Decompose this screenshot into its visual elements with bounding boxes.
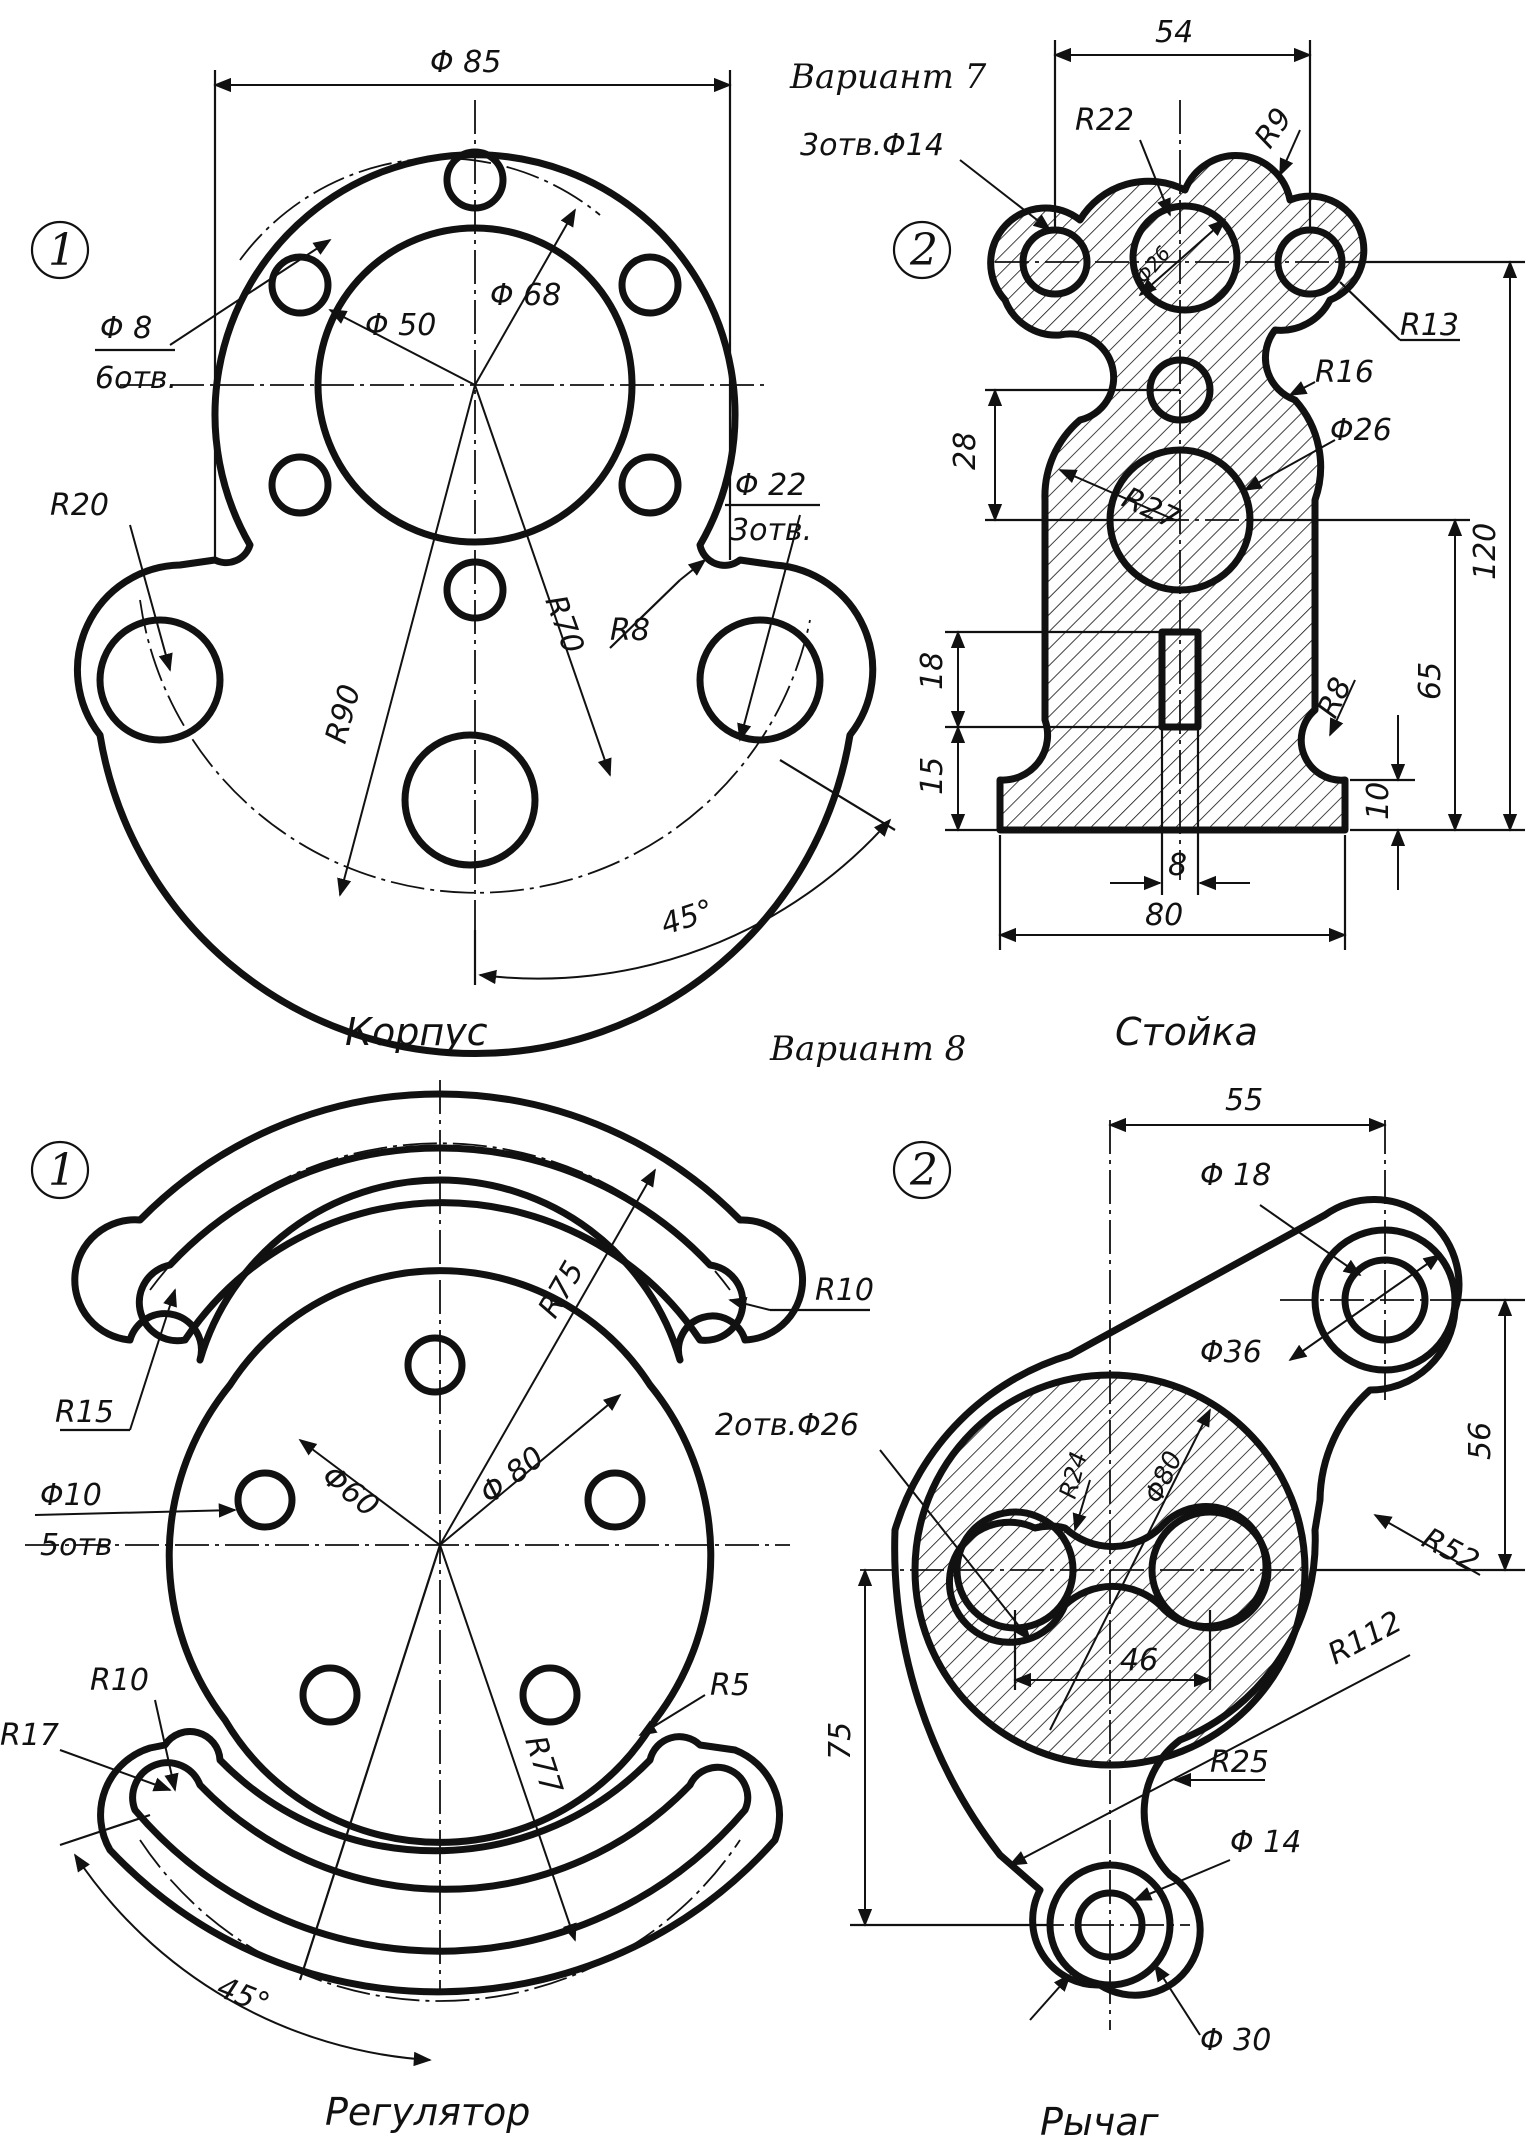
- regulyator-dim-r17: R17: [0, 1718, 59, 1753]
- korpus-dim-big-holes: Φ 22: [735, 468, 806, 503]
- stoika-dim-65: 65: [1413, 662, 1448, 700]
- rychag-dim-56: 56: [1463, 1422, 1498, 1460]
- korpus-dim-inner: Φ 50: [365, 308, 436, 343]
- stoika-dim-slot: 8: [1168, 848, 1187, 883]
- regulyator-dim-d80: Φ 80: [473, 1440, 551, 1511]
- korpus-number: 1: [48, 225, 76, 276]
- regulyator-bottom-band: [97, 1728, 784, 1996]
- korpus-drawing: 1 Φ 85 Φ 50 Φ 6: [30, 45, 896, 1058]
- stoika-dim-r13: R13: [1400, 308, 1459, 343]
- rychag-dim-holes: 2отв.Φ26: [715, 1408, 859, 1443]
- regulyator-number: 1: [48, 1145, 76, 1196]
- stoika-dim-18: 18: [915, 652, 950, 690]
- stoika-dim-10: 10: [1361, 782, 1396, 820]
- regulyator-dim-r10-top: R10: [815, 1273, 874, 1308]
- korpus-dim-big-count: 3отв.: [730, 513, 812, 548]
- rychag-dim-d14: Φ 14: [1230, 1825, 1301, 1860]
- korpus-small-holes: [268, 148, 682, 622]
- rychag-dim-75: 75: [823, 1722, 858, 1760]
- stoika-dim-15: 15: [915, 757, 950, 795]
- stoika-number: 2: [909, 225, 938, 276]
- regulyator-dim-holes-count: 5отв: [40, 1528, 113, 1563]
- variant-7-title: Вариант 7: [789, 57, 987, 97]
- korpus-number-circle: [30, 220, 90, 280]
- korpus-outline: [74, 151, 877, 1058]
- korpus-big-holes: [96, 616, 824, 869]
- stoika-dim-28: 28: [948, 432, 983, 470]
- regulyator-dim-holes: Φ10: [40, 1478, 102, 1513]
- rychag-number-circle: [892, 1140, 952, 1200]
- stoika-drawing: 2 54 3отв.Φ14 R22 R9 Φ26 R13 R16 Φ26: [800, 15, 1525, 1054]
- regulyator-dim-r15: R15: [55, 1395, 114, 1430]
- regulyator-dim-d60: Φ60: [315, 1459, 385, 1525]
- rychag-dim-55: 55: [1225, 1083, 1263, 1118]
- stoika-dim-holes: 3отв.Φ14: [800, 128, 944, 163]
- korpus-dim-outer: Φ 85: [430, 45, 501, 80]
- regulyator-dim-angle: 45°: [212, 1970, 274, 2022]
- rychag-dim-r25: R25: [1210, 1745, 1269, 1780]
- regulyator-top-band: [71, 1090, 806, 1364]
- regulyator-dim-r77: R77: [517, 1732, 569, 1799]
- regulyator-number-circle: [30, 1140, 90, 1200]
- regulyator-holes: [234, 1334, 646, 1726]
- stoika-dim-base: 80: [1145, 898, 1183, 933]
- stoika-dim-r16: R16: [1315, 355, 1374, 390]
- korpus-dim-small-count: 6отв.: [95, 361, 177, 396]
- rychag-dim-d18: Φ 18: [1200, 1158, 1271, 1193]
- stoika-caption: Стойка: [1115, 1010, 1258, 1054]
- korpus-inner-bore: [314, 224, 636, 546]
- stoika-outline: [987, 152, 1368, 834]
- stoika-dim-d26: Φ26: [1330, 413, 1392, 448]
- korpus-dim-r20: R20: [50, 488, 109, 523]
- regulyator-drawing: 1 R75 R10 R15 Φ60 Φ: [0, 1080, 874, 2134]
- korpus-dim-r8: R8: [610, 613, 650, 648]
- rychag-dim-d30: Φ 30: [1200, 2023, 1271, 2058]
- stoika-number-circle: [892, 220, 952, 280]
- rychag-number: 2: [909, 1145, 938, 1196]
- stoika-dim-r22: R22: [1075, 103, 1134, 138]
- stoika-dim-top-width: 54: [1155, 15, 1193, 50]
- korpus-dim-r70: R70: [537, 591, 590, 658]
- regulyator-dim-r10-bottom: R10: [90, 1663, 149, 1698]
- korpus-dim-small-holes: Φ 8: [100, 311, 152, 346]
- korpus-dim-mid: Φ 68: [490, 278, 561, 313]
- stoika-dim-120: 120: [1468, 523, 1503, 580]
- korpus-dim-angle: 45°: [657, 893, 718, 943]
- rychag-drawing: 2 55 Φ 18 Φ36 2отв.Φ26 R24 Φ80: [715, 1083, 1525, 2144]
- rychag-dim-46: 46: [1120, 1643, 1158, 1678]
- variant-8-title: Вариант 8: [769, 1029, 966, 1069]
- rychag-dim-d36: Φ36: [1200, 1335, 1262, 1370]
- regulyator-caption: Регулятор: [325, 2090, 530, 2134]
- korpus-caption: Корпус: [345, 1010, 488, 1054]
- rychag-caption: Рычаг: [1040, 2100, 1160, 2144]
- regulyator-dim-r5: R5: [710, 1668, 750, 1703]
- korpus-dim-r90: R90: [319, 681, 368, 747]
